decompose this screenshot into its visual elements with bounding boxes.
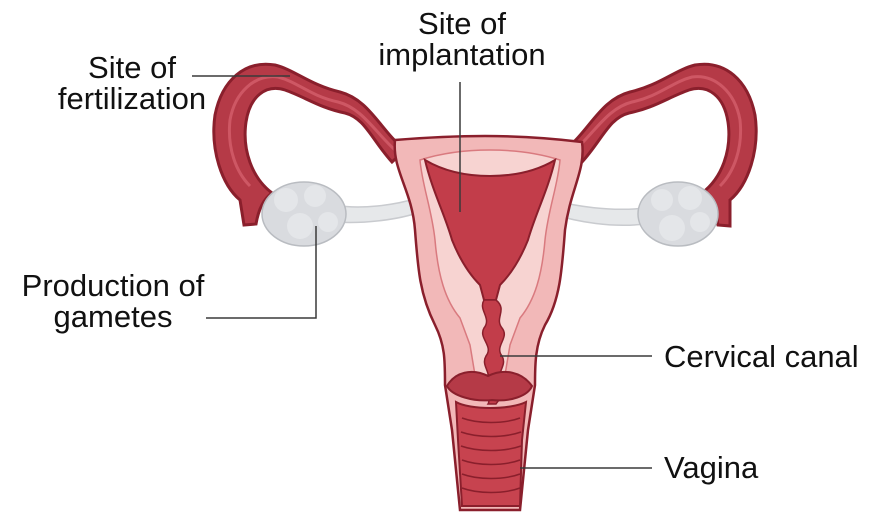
- label-implantation-line2: implantation: [362, 39, 562, 70]
- cervix-lips: [447, 372, 532, 400]
- label-site-of-fertilization: Site of fertilization: [28, 52, 236, 114]
- left-ovary: [262, 182, 346, 246]
- label-fertilization-line1: Site of: [28, 52, 236, 83]
- label-implantation-line1: Site of: [362, 8, 562, 39]
- label-cervical-canal: Cervical canal: [664, 341, 859, 372]
- label-production-of-gametes: Production of gametes: [6, 270, 220, 332]
- label-site-of-implantation: Site of implantation: [362, 8, 562, 70]
- label-gametes-line1: Production of: [6, 270, 220, 301]
- label-fertilization-line2: fertilization: [28, 83, 236, 114]
- right-ovary: [638, 182, 718, 246]
- label-vagina: Vagina: [664, 452, 758, 483]
- label-gametes-line2: gametes: [6, 301, 220, 332]
- left-ovarian-ligament: [335, 198, 420, 223]
- vaginal-canal: [456, 402, 526, 506]
